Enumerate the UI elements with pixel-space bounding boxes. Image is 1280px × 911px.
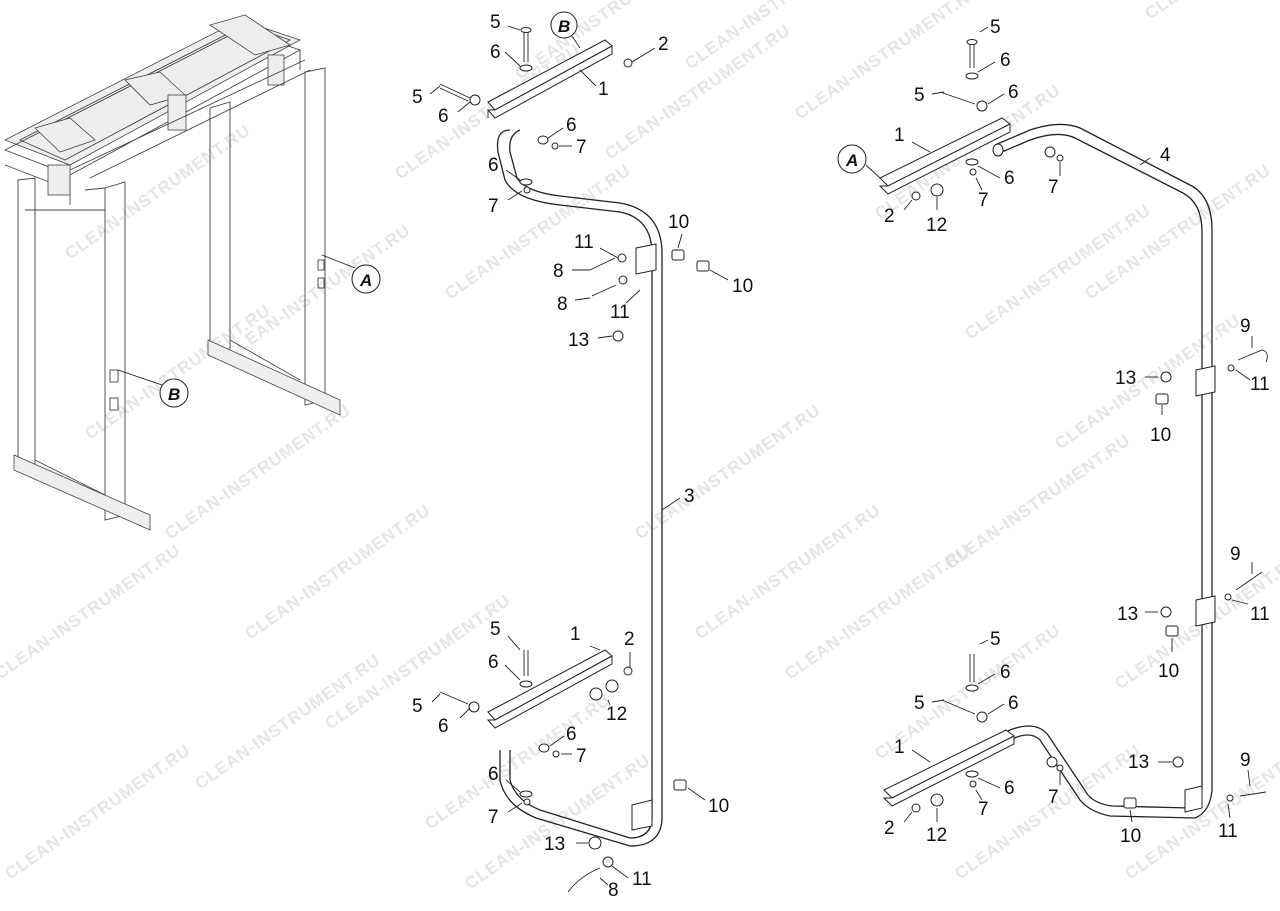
callout: 7: [488, 196, 499, 217]
callout: 7: [488, 807, 499, 828]
callout: 1: [894, 125, 905, 146]
callout: 7: [1048, 177, 1059, 198]
callout: 13: [544, 834, 565, 855]
watermark: CLEAN-INSTRUMENT.RU: [0, 540, 184, 683]
callout: 11: [610, 302, 630, 323]
callout: 11: [1250, 604, 1270, 625]
callout: 6: [1004, 778, 1015, 799]
callout: 6: [1000, 662, 1011, 683]
callout: 13: [1128, 752, 1149, 773]
svg-text:B: B: [558, 17, 570, 36]
tube-assembly-3: [439, 27, 710, 893]
callout: 7: [576, 137, 587, 158]
callout: 6: [1008, 82, 1019, 103]
callout: 7: [576, 746, 587, 767]
svg-text:A: A: [845, 151, 858, 170]
callout: 3: [684, 486, 695, 507]
callout: 6: [490, 42, 501, 63]
watermark: CLEAN-INSTRUMENT.RU: [941, 430, 1134, 573]
watermark: CLEAN-INSTRUMENT.RU: [441, 160, 634, 303]
callout: 9: [1240, 750, 1251, 771]
ref-marker-b-frame: B: [117, 369, 189, 408]
callout: 6: [1000, 50, 1011, 71]
callout: 2: [624, 629, 635, 650]
callout: 2: [658, 34, 669, 55]
callout: 9: [1240, 316, 1251, 337]
callout: 5: [412, 696, 423, 717]
ref-marker-a-assembly: A: [837, 144, 881, 179]
callout: 11: [1250, 374, 1270, 395]
watermark: CLEAN-INSTRUMENT.RU: [161, 400, 354, 543]
callout: 11: [1218, 821, 1238, 842]
callout: 10: [1150, 425, 1171, 446]
callout: 6: [438, 106, 449, 127]
watermark: CLEAN-INSTRUMENT.RU: [241, 500, 434, 643]
watermark: CLEAN-INSTRUMENT.RU: [191, 650, 384, 793]
watermark: CLEAN-INSTRUMENT.RU: [221, 220, 414, 363]
callout: 4: [1160, 145, 1171, 166]
callout: 7: [1048, 787, 1059, 808]
callout: 7: [978, 799, 989, 820]
callout: 13: [1117, 604, 1138, 625]
callout: 5: [490, 12, 501, 33]
svg-text:B: B: [168, 385, 180, 404]
callout: 8: [557, 294, 568, 315]
callout: 13: [1115, 368, 1136, 389]
callout: 10: [1158, 661, 1179, 682]
callout: 5: [490, 619, 501, 640]
callout: 1: [598, 79, 609, 100]
callout: 5: [412, 87, 423, 108]
callout: 6: [488, 155, 499, 176]
callout: 5: [914, 85, 925, 106]
ref-marker-a-frame: A: [321, 254, 381, 294]
callout: 1: [570, 624, 581, 645]
callout: 13: [568, 330, 589, 351]
svg-text:A: A: [359, 271, 372, 290]
callout: 6: [438, 716, 449, 737]
callout: 12: [926, 215, 947, 236]
callout: 10: [668, 212, 689, 233]
callout: 7: [978, 190, 989, 211]
callout: 5: [990, 17, 1001, 38]
callout: 8: [553, 261, 564, 282]
callout: 6: [488, 764, 499, 785]
callout: 6: [488, 652, 499, 673]
ref-marker-b-assembly: B: [550, 11, 581, 49]
callout: 5: [914, 693, 925, 714]
callout: 11: [632, 869, 652, 890]
callout: 6: [1008, 693, 1019, 714]
callout: 8: [608, 880, 619, 901]
callout: 1: [894, 737, 905, 758]
callout: 6: [566, 724, 577, 745]
callout: 11: [574, 232, 594, 253]
callout: 12: [926, 825, 947, 846]
watermark: CLEAN-INSTRUMENT.RU: [601, 20, 794, 163]
callout: 12: [606, 704, 627, 725]
callout: 10: [732, 276, 753, 297]
watermark: CLEAN-INSTRUMENT.RU: [1, 740, 194, 883]
callout: 6: [1004, 168, 1015, 189]
watermark: CLEAN-INSTRUMENT.RU: [631, 400, 824, 543]
callout: 2: [884, 818, 895, 839]
callout: 2: [884, 206, 895, 227]
callout: 10: [708, 796, 729, 817]
callouts-middle: 5 6 2 1 5 6 6 7 6 7 10 10 11 11 8 8 13 3: [412, 12, 753, 901]
callout: 10: [1120, 826, 1141, 847]
watermark: CLEAN-INSTRUMENT.RU: [791, 0, 984, 123]
callout: 9: [1230, 544, 1241, 565]
watermark: CLEAN-INSTRUMENT.RU: [1141, 0, 1280, 23]
callout: 5: [990, 629, 1001, 650]
callouts-right: 5 6 5 6 1 4 6 7 7 2 12 9 11 13 10 9 11 1…: [884, 17, 1270, 847]
tube-assembly-4: [878, 39, 1268, 819]
assembled-frame: [3, 14, 341, 531]
callout: 6: [566, 115, 577, 136]
